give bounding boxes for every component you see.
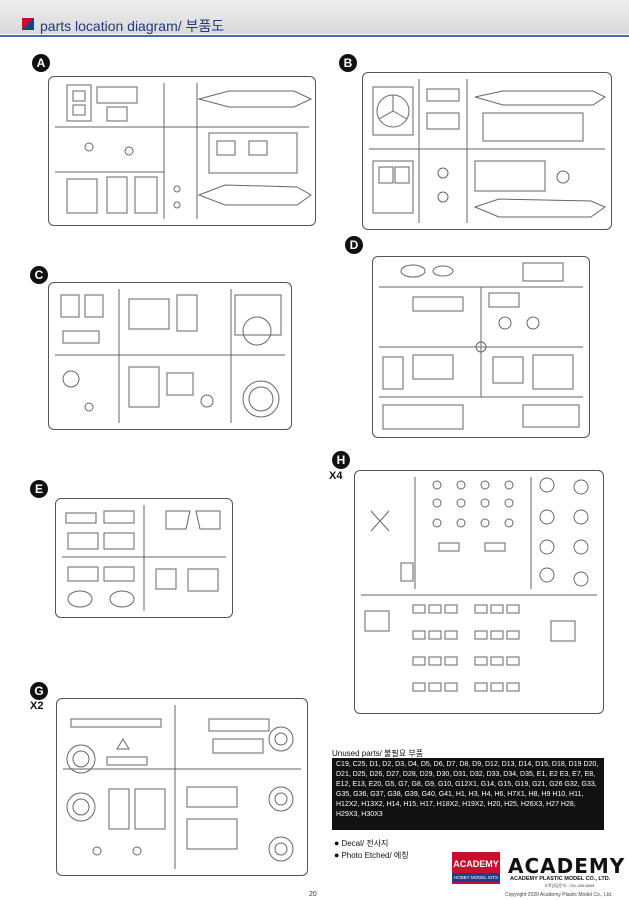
sprue-g	[56, 698, 308, 876]
page-number: 20	[309, 891, 317, 898]
section-label-g: G	[30, 682, 48, 700]
page-title: parts location diagram/ 부품도	[40, 18, 225, 34]
legend-photo-etched: ●Photo Etched/ 에칭	[334, 850, 409, 861]
academy-badge-bottom: HOBBY MODEL KITS	[452, 873, 500, 882]
section-label-d: D	[345, 236, 363, 254]
decal-bullet-icon: ●	[334, 838, 340, 848]
academy-badge-logo: ACADEMY HOBBY MODEL KITS	[452, 852, 500, 884]
legend-decal-label: Decal/ 전사지	[341, 839, 389, 848]
academy-badge-top: ACADEMY	[453, 859, 499, 869]
sprue-h-parts-diagram	[361, 477, 597, 692]
sprue-d	[372, 256, 590, 438]
sprue-c	[48, 282, 292, 430]
photo-etched-bullet-icon: ●	[334, 850, 340, 860]
section-label-c: C	[30, 266, 48, 284]
sprue-c-parts-diagram	[55, 289, 285, 423]
sprue-e	[55, 498, 233, 618]
section-label-e: E	[30, 480, 48, 498]
unused-parts-title: Unused parts/ 불필요 부품	[332, 749, 424, 758]
header-arrow-icon	[22, 18, 34, 30]
header-divider	[0, 35, 629, 37]
sprue-b	[362, 72, 612, 230]
section-h-multiplier: X4	[329, 470, 343, 482]
legend-photo-etched-label: Photo Etched/ 에칭	[341, 851, 409, 860]
legend-decal: ●Decal/ 전사지	[334, 838, 388, 849]
section-label-a: A	[32, 54, 50, 72]
section-label-b: B	[339, 54, 357, 72]
unused-parts-list: C19, C25, D1, D2, D3, D4, D5, D6, D7, D8…	[332, 758, 604, 830]
sprue-a	[48, 76, 316, 226]
section-label-h: H	[332, 451, 350, 469]
sprue-e-parts-diagram	[62, 505, 226, 611]
section-g-multiplier: X2	[30, 700, 44, 712]
sprue-h	[354, 470, 604, 714]
sprue-b-parts-diagram	[369, 79, 607, 223]
copyright-text: Copyright 2020 Academy Plastic Model Co.…	[505, 892, 613, 898]
academy-wordmark: ACADEMY	[508, 854, 626, 878]
sprue-d-parts-diagram	[379, 262, 583, 430]
sprue-g-parts-diagram	[63, 705, 301, 869]
sprue-a-parts-diagram	[55, 83, 313, 219]
header-band	[0, 0, 629, 34]
company-contact: 고객상담문의 : 031-465-8855	[544, 883, 595, 888]
company-name: ACADEMY PLASTIC MODEL CO., LTD.	[510, 876, 611, 882]
